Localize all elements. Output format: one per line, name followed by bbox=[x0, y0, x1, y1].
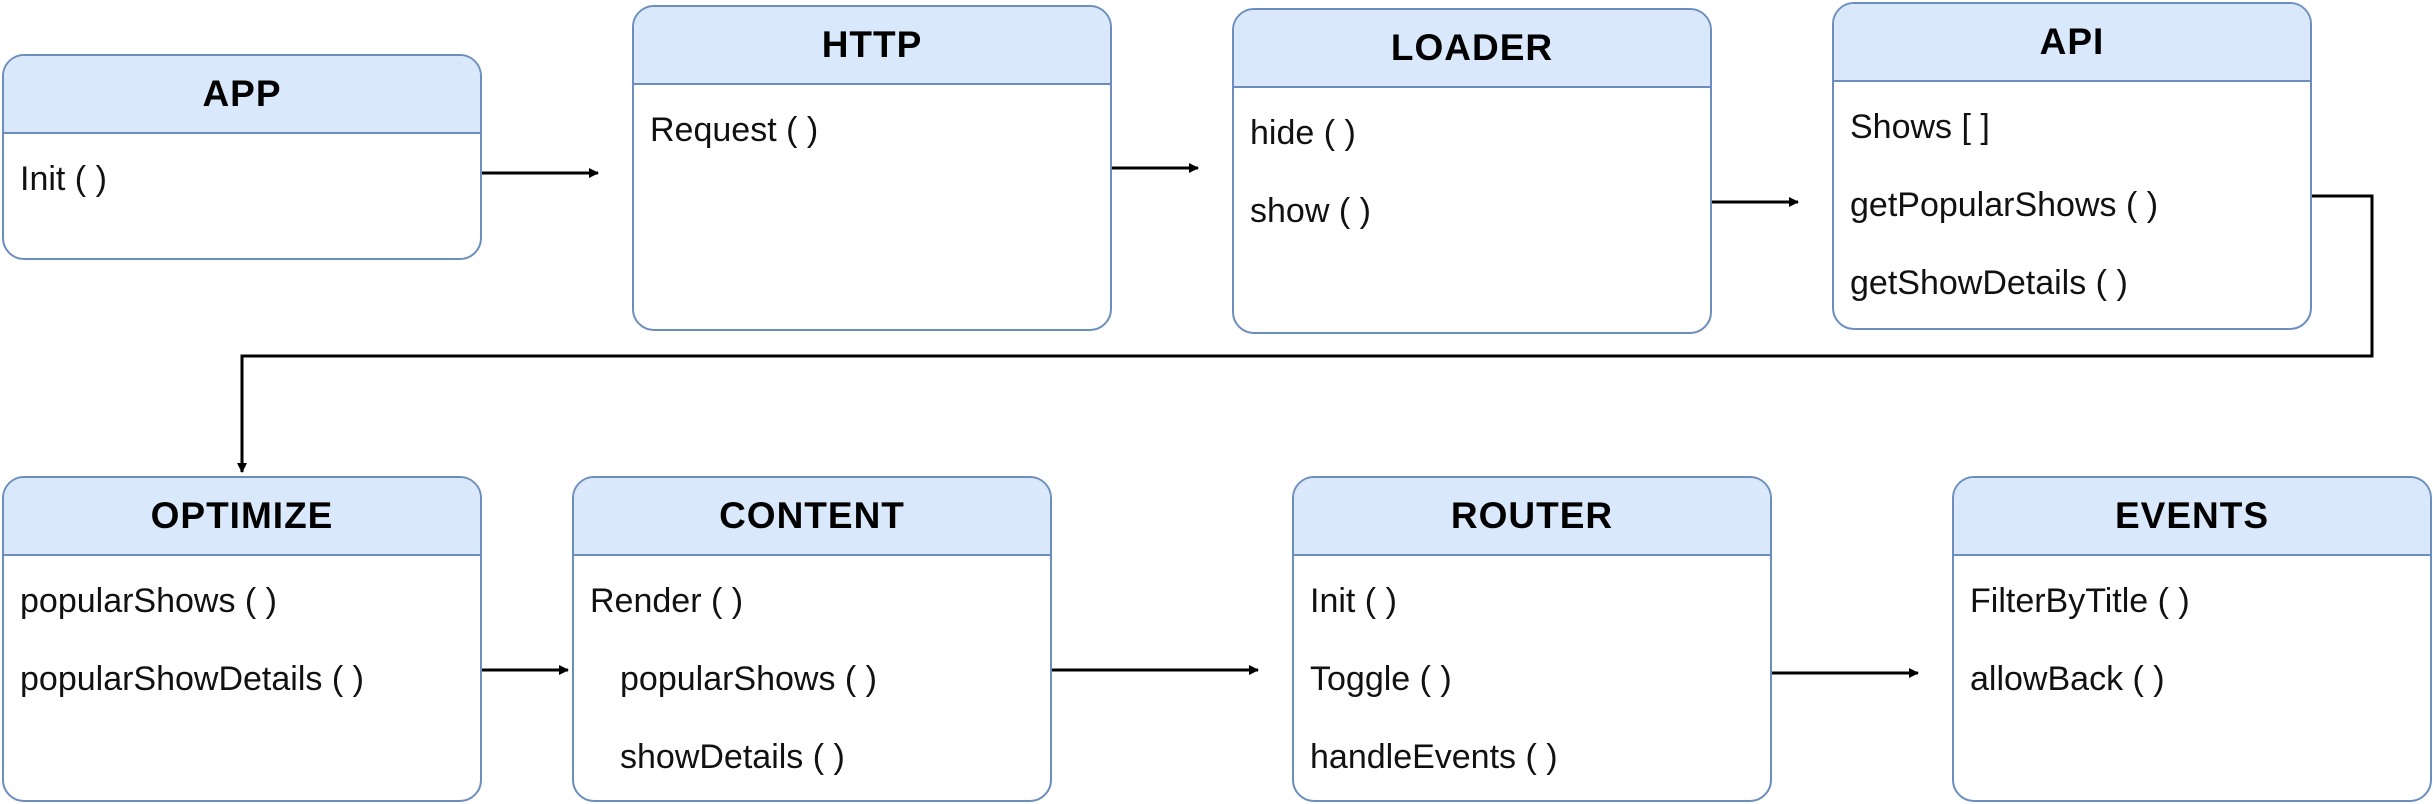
box-item: FilterByTitle ( ) bbox=[1970, 582, 2190, 620]
box-item: popularShows ( ) bbox=[620, 660, 878, 698]
box-items: FilterByTitle ( ) allowBack ( ) bbox=[1954, 556, 2430, 718]
box-http: HTTP Request ( ) bbox=[632, 5, 1112, 331]
box-items: Render ( ) popularShows ( ) showDetails ( … bbox=[574, 556, 1050, 796]
box-router: ROUTER Init ( ) Toggle ( ) handleEvents ( ) bbox=[1292, 476, 1772, 802]
box-title: LOADER bbox=[1234, 10, 1710, 88]
box-item: handleEvents ( ) bbox=[1310, 738, 1558, 776]
arrow-api-to-optimize bbox=[237, 194, 2374, 473]
box-item: getShowDetails ( ) bbox=[1850, 264, 2128, 302]
box-optimize: OPTIMIZE popularShows ( ) popularShowDetai… bbox=[2, 476, 482, 802]
box-items: hide ( ) show ( ) bbox=[1234, 88, 1710, 250]
box-item: Shows [ ] bbox=[1850, 108, 1990, 146]
box-item: popularShows ( ) bbox=[20, 582, 278, 620]
box-item: popularShowDetails ( ) bbox=[20, 660, 364, 698]
box-items: Init ( ) bbox=[4, 134, 480, 218]
box-app: APP Init ( ) bbox=[2, 54, 482, 260]
box-title: CONTENT bbox=[574, 478, 1050, 556]
box-events: EVENTS FilterByTitle ( ) allowBack ( ) bbox=[1952, 476, 2432, 802]
box-title: HTTP bbox=[634, 7, 1110, 85]
box-item: Init ( ) bbox=[20, 160, 107, 198]
box-item: getPopularShows ( ) bbox=[1850, 186, 2159, 224]
box-title: APP bbox=[4, 56, 480, 134]
box-title: EVENTS bbox=[1954, 478, 2430, 556]
box-content: CONTENT Render ( ) popularShows ( ) showDet… bbox=[572, 476, 1052, 802]
box-title: ROUTER bbox=[1294, 478, 1770, 556]
box-item: allowBack ( ) bbox=[1970, 660, 2165, 698]
box-api: API Shows [ ] getPopularShows ( ) getShowDe… bbox=[1832, 2, 2312, 330]
box-items: Init ( ) Toggle ( ) handleEvents ( ) bbox=[1294, 556, 1770, 796]
box-item: show ( ) bbox=[1250, 192, 1371, 230]
box-item: Init ( ) bbox=[1310, 582, 1397, 620]
box-item: Request ( ) bbox=[650, 111, 819, 149]
box-item: Render ( ) bbox=[590, 582, 744, 620]
box-items: Request ( ) bbox=[634, 85, 1110, 169]
box-item: showDetails ( ) bbox=[620, 738, 845, 776]
box-item: Toggle ( ) bbox=[1310, 660, 1452, 698]
box-title: API bbox=[1834, 4, 2310, 82]
box-items: Shows [ ] getPopularShows ( ) getShowDetai… bbox=[1834, 82, 2310, 322]
box-item: hide ( ) bbox=[1250, 114, 1356, 152]
box-title: OPTIMIZE bbox=[4, 478, 480, 556]
box-loader: LOADER hide ( ) show ( ) bbox=[1232, 8, 1712, 334]
box-items: popularShows ( ) popularShowDetails ( ) bbox=[4, 556, 480, 718]
